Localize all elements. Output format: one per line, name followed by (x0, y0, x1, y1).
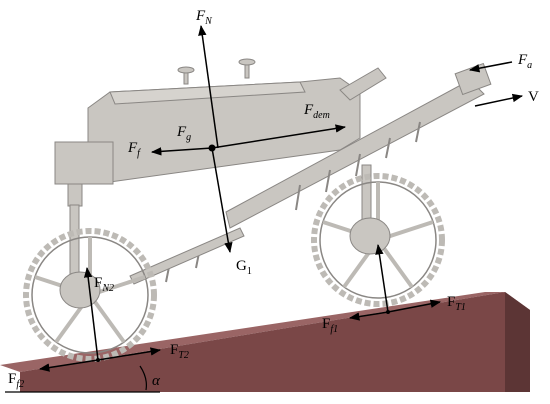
tractor-machine (54, 58, 492, 285)
label-Ff: Ff (127, 140, 141, 159)
slope-front-face (20, 292, 530, 392)
upper-linkage (339, 67, 387, 101)
arrow-Fdem (211, 124, 347, 149)
arrow-FN2 (83, 266, 99, 361)
label-FN2: FN2 (94, 275, 114, 294)
label-V: V (528, 89, 539, 105)
arrow-Ff2 (38, 359, 99, 372)
label-Ff2: Ff2 (8, 371, 24, 390)
label-Fa: Fa (517, 52, 532, 71)
slope-top-surface (0, 292, 505, 372)
label-FN: FN (195, 8, 213, 27)
arrow-FT1 (387, 299, 442, 313)
rear-wheel (311, 173, 445, 307)
label-Ff1: Ff1 (322, 316, 338, 335)
arrow-FT2 (97, 347, 162, 361)
arrow-Fa (468, 61, 513, 73)
fn2-origin-point (96, 358, 100, 362)
arrow-FN1 (375, 243, 389, 313)
antenna-left-top (177, 66, 195, 74)
alpha-angle-arc (139, 365, 147, 391)
slope (0, 292, 530, 393)
tool-arm (225, 79, 485, 229)
label-Fdem: Fdem (303, 102, 330, 121)
front-block (54, 141, 114, 185)
label-Fg: Fg (176, 124, 191, 143)
label-G1: G1 (236, 258, 252, 277)
label-FT1: FT1 (447, 294, 466, 313)
front-bracket (67, 183, 83, 207)
force-vectors (38, 24, 524, 372)
front-wheel (23, 228, 157, 362)
arrow-Ff (150, 147, 213, 156)
arrow-Ff1 (348, 311, 389, 321)
housing-top (109, 81, 306, 105)
arrow-V (474, 93, 524, 107)
arm-tip (454, 62, 492, 96)
label-FT2: FT2 (170, 342, 189, 361)
label-alpha: α (152, 373, 161, 389)
fn1-origin-point (386, 310, 390, 314)
arrow-FN (198, 24, 219, 149)
antenna-right-top (238, 58, 256, 66)
slope-front-shade (505, 292, 530, 392)
arrow-G1 (211, 147, 233, 254)
center-of-gravity-point (208, 144, 216, 152)
